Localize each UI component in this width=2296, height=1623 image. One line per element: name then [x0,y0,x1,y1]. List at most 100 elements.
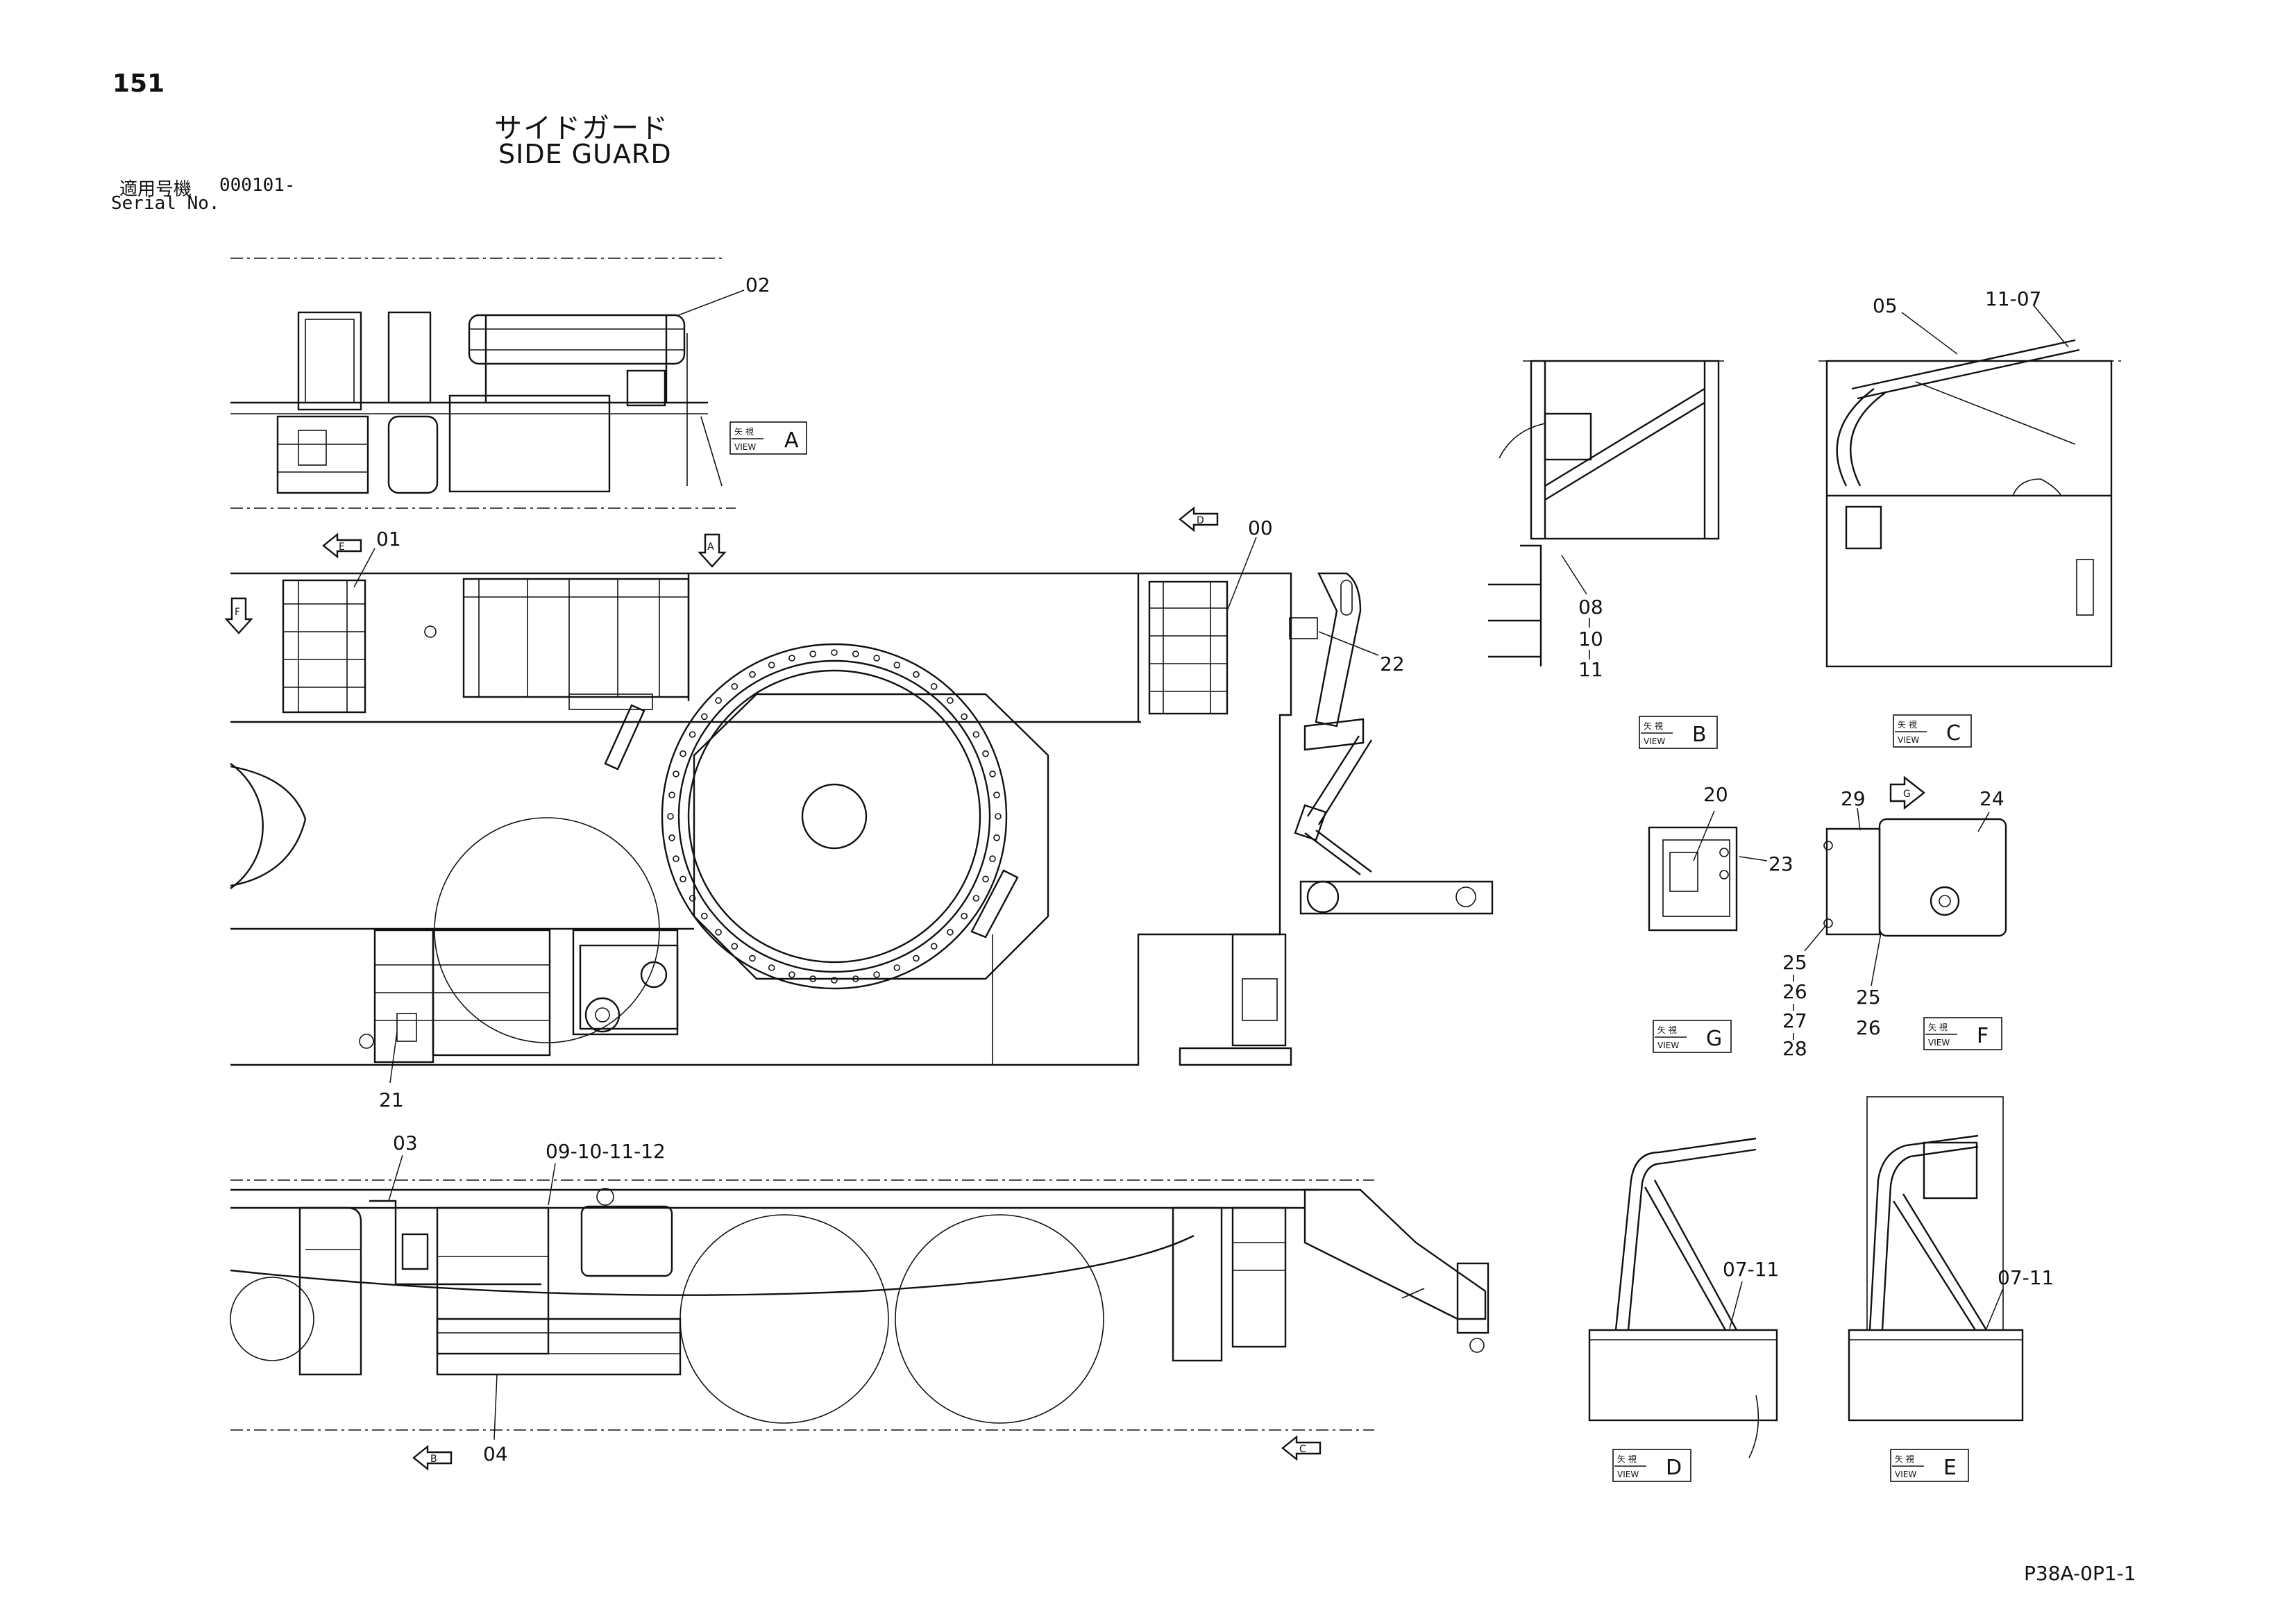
bolt-hole [993,834,1000,841]
serial-label-japanese: 適用号機 [119,179,192,200]
svg-text:VIEW: VIEW [1617,1470,1639,1479]
bolt-hole [715,697,722,704]
bolt-hole [749,955,756,962]
bolt-hole [809,650,816,657]
callout-23: 23 [1769,852,1793,875]
svg-text:A: A [784,428,799,453]
bolt-hole [982,875,989,883]
svg-text:B: B [430,1454,437,1465]
bolt-hole [679,750,686,757]
svg-text:E: E [1943,1456,1957,1480]
callout-G-25: 25 [1782,951,1807,974]
svg-text:F: F [1977,1024,1989,1048]
svg-text:D: D [1666,1456,1682,1480]
arrow-G: G [1889,775,1925,810]
svg-text:VIEW: VIEW [734,442,756,452]
bolt-hole [995,813,1002,820]
bolt-hole [831,977,838,984]
detail-view-G: 20 23 矢 視 VIEW G [1648,783,1793,1053]
svg-text:G: G [1706,1027,1722,1051]
view-tag-C: 矢 視 VIEW C [1893,714,1972,748]
detail-view-D: 07-11 矢 視 VIEW D [1588,1137,1779,1482]
bolt-hole [749,671,756,678]
callout-00: 00 [1248,516,1273,539]
bolt-hole [947,697,954,704]
bolt-hole [768,662,775,668]
bolt-hole [667,813,674,820]
callout-09-10-11-12: 09-10-11-12 [546,1140,666,1163]
arrow-E: E [322,532,362,559]
callout-E-07-11: 07-11 [1998,1266,2054,1289]
callout-02: 02 [745,274,770,296]
bolt-hole [768,964,775,971]
callout-D-07-11: 07-11 [1723,1258,1779,1281]
callout-F-26: 26 [1856,1016,1881,1039]
bolt-hole [668,834,675,841]
serial-value: 000101- [219,175,296,196]
bolt-hole [893,964,901,971]
bolt-hole [788,971,795,978]
callout-03: 03 [393,1132,418,1154]
svg-text:矢 視: 矢 視 [1898,719,1917,730]
callout-01: 01 [376,528,401,550]
bearing-bolt-holes [667,649,1002,984]
bolt-hole [961,912,968,920]
bolt-hole [852,650,859,657]
callout-22: 22 [1380,653,1405,675]
callout-05: 05 [1873,294,1898,317]
svg-text:VIEW: VIEW [1657,1041,1679,1050]
bolt-hole [972,731,980,738]
bolt-hole [689,895,696,902]
callout-G-27: 27 [1782,1009,1807,1032]
bolt-hole [873,655,880,662]
svg-text:矢 視: 矢 視 [1657,1025,1677,1035]
svg-text:矢 視: 矢 視 [1644,721,1663,731]
svg-text:E: E [339,541,345,553]
bolt-hole [993,791,1000,798]
svg-text:矢 視: 矢 視 [734,426,754,437]
bolt-hole [873,971,880,978]
detail-view-F: G 29 24 25 26 27 28 25 26 矢 視 VIEW F [1782,775,2007,1060]
bolt-hole [947,929,954,936]
bolt-hole [989,855,996,862]
svg-text:VIEW: VIEW [1895,1470,1916,1479]
callout-G-28: 28 [1782,1037,1807,1060]
callout-G-26: 26 [1782,980,1807,1003]
bolt-hole [731,943,738,950]
svg-text:矢 視: 矢 視 [1617,1454,1637,1464]
bolt-hole [893,662,901,668]
bolt-hole [982,750,989,757]
bolt-hole [852,975,859,982]
callout-10: 10 [1578,628,1603,650]
callout-29: 29 [1841,787,1866,810]
bolt-hole [689,731,696,738]
bolt-hole [930,682,938,690]
detail-view-E: 07-11 矢 視 VIEW E [1848,1096,2054,1482]
arrow-D-top: D [1179,506,1219,532]
svg-text:VIEW: VIEW [1644,737,1665,746]
arrow-F: F [224,597,253,634]
bolt-hole [715,929,722,936]
bolt-hole [831,649,838,656]
svg-text:VIEW: VIEW [1928,1038,1950,1048]
bolt-hole [961,713,968,721]
svg-text:C: C [1299,1444,1306,1455]
svg-text:D: D [1197,515,1204,526]
bolt-hole [679,875,686,883]
drawing-code: P38A-0P1-1 [2024,1562,2136,1585]
view-tag-A: 矢 視 VIEW A [729,421,807,455]
callout-24: 24 [1980,787,2004,810]
main-plan-view: E 01 F A D 00 [224,506,1494,1111]
page-number: 151 [112,69,165,98]
detail-view-B: 08 10 11 矢 視 VIEW B [1488,360,1728,749]
svg-text:矢 視: 矢 視 [1928,1022,1948,1032]
detail-view-C: 05 11-07 矢 視 VIEW C [1818,287,2124,748]
bolt-hole [673,855,679,862]
bolt-hole [700,713,708,721]
bolt-hole [930,943,938,950]
view-tag-D: 矢 視 VIEW D [1612,1449,1691,1482]
callout-11-07: 11-07 [1985,287,2041,310]
svg-text:A: A [707,541,714,553]
bolt-hole [809,975,816,982]
